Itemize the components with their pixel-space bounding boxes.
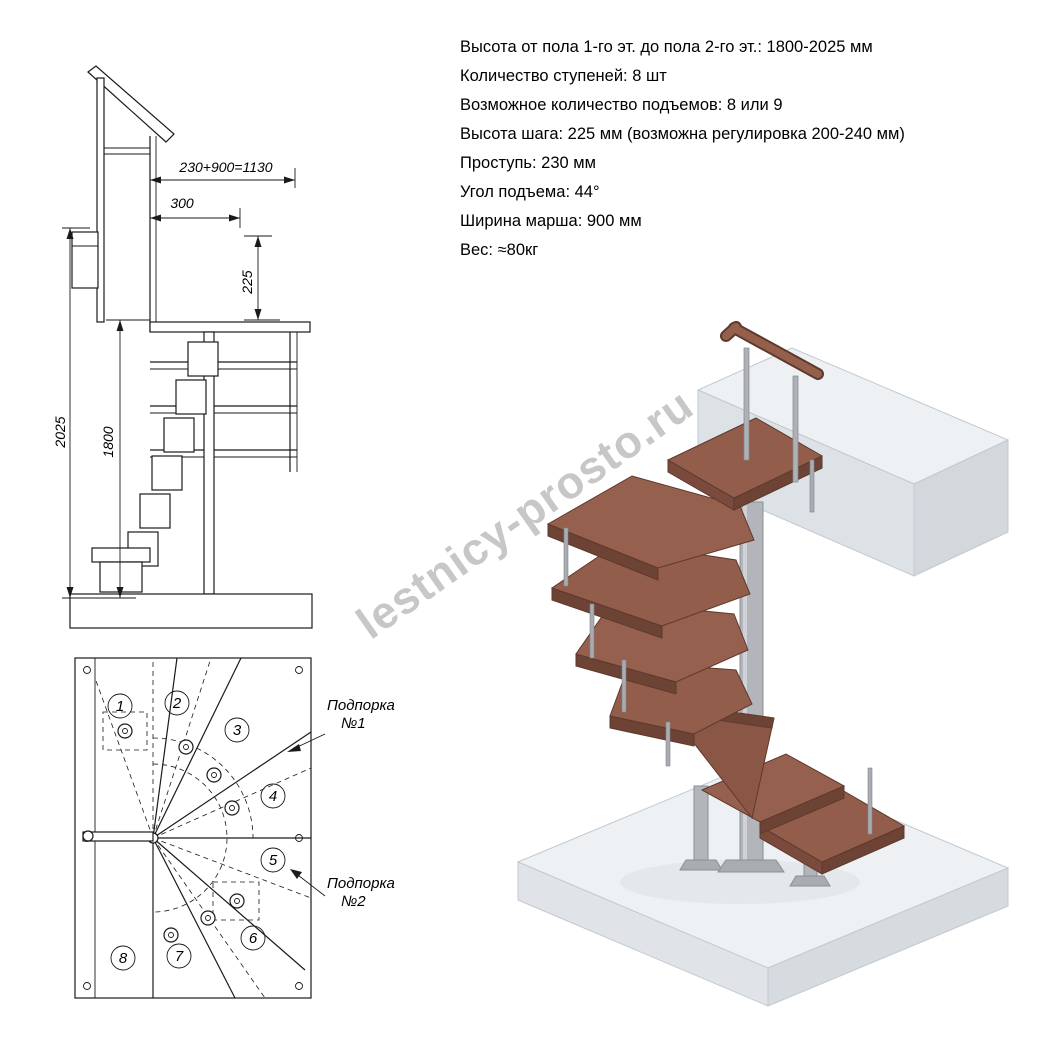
dim-total-width: 230+900=1130 (178, 159, 272, 175)
handrail-balusters (743, 347, 799, 483)
rod-2 (589, 603, 595, 659)
plan-support-callouts: Подпорка №1 Подпорка №2 (287, 697, 395, 910)
spec-line-width: Ширина марша: 900 мм (460, 212, 642, 230)
tread-6 (550, 541, 751, 639)
spec-line-rises: Возможное количество подъемов: 8 или 9 (460, 96, 783, 114)
tread-7 (546, 475, 755, 581)
spec-list: Высота от пола 1-го эт. до пола 2-го эт.… (460, 33, 905, 265)
support-2-number: №2 (341, 893, 366, 910)
step-number-7: 7 (175, 948, 184, 965)
elevation-structure (69, 321, 313, 629)
plan-step-numbers: 1 2 3 4 5 6 7 8 (107, 690, 286, 971)
rod-4 (665, 721, 671, 767)
elevation-drawing: 230+900=1130 300 225 2025 (52, 65, 313, 629)
dim-height-min: 1800 (100, 426, 116, 457)
render-3d (516, 321, 1010, 1007)
dim-offset: 300 (170, 195, 194, 211)
step-number-8: 8 (119, 950, 128, 967)
spec-line-height: Высота от пола 1-го эт. до пола 2-го эт.… (460, 38, 873, 56)
step-number-1: 1 (116, 698, 124, 715)
elevation-railing (71, 65, 175, 332)
step-number-3: 3 (233, 722, 242, 739)
rod-1 (563, 527, 569, 587)
rod-3 (621, 659, 627, 713)
spec-line-rise-height: Высота шага: 225 мм (возможна регулировк… (460, 125, 905, 143)
support-post-1 (679, 785, 723, 871)
step-number-5: 5 (269, 852, 278, 869)
wooden-handrail (720, 321, 824, 380)
plan-posts (82, 723, 245, 943)
spec-line-angle: Угол подъема: 44° (460, 183, 600, 201)
support-2-label: Подпорка (327, 875, 395, 892)
rod-top (809, 459, 815, 513)
support-1-number: №1 (341, 715, 366, 732)
dim-step-height: 225 (239, 270, 255, 295)
dim-height-max: 2025 (52, 416, 68, 448)
spec-line-steps: Количество ступеней: 8 шт (460, 67, 667, 85)
elevation-dimensions: 230+900=1130 300 225 2025 (52, 159, 296, 599)
baluster-lower (867, 767, 873, 835)
plan-outline (74, 657, 312, 999)
plan-drawing: 1 2 3 4 5 6 7 8 Подпорка №1 Подпорка №2 (74, 657, 395, 999)
step-number-4: 4 (269, 788, 277, 805)
spec-line-weight: Вес: ≈80кг (460, 241, 539, 259)
step-number-2: 2 (172, 695, 182, 712)
step-number-6: 6 (249, 930, 258, 947)
spec-line-tread: Проступь: 230 мм (460, 154, 596, 172)
support-1-label: Подпорка (327, 697, 395, 714)
